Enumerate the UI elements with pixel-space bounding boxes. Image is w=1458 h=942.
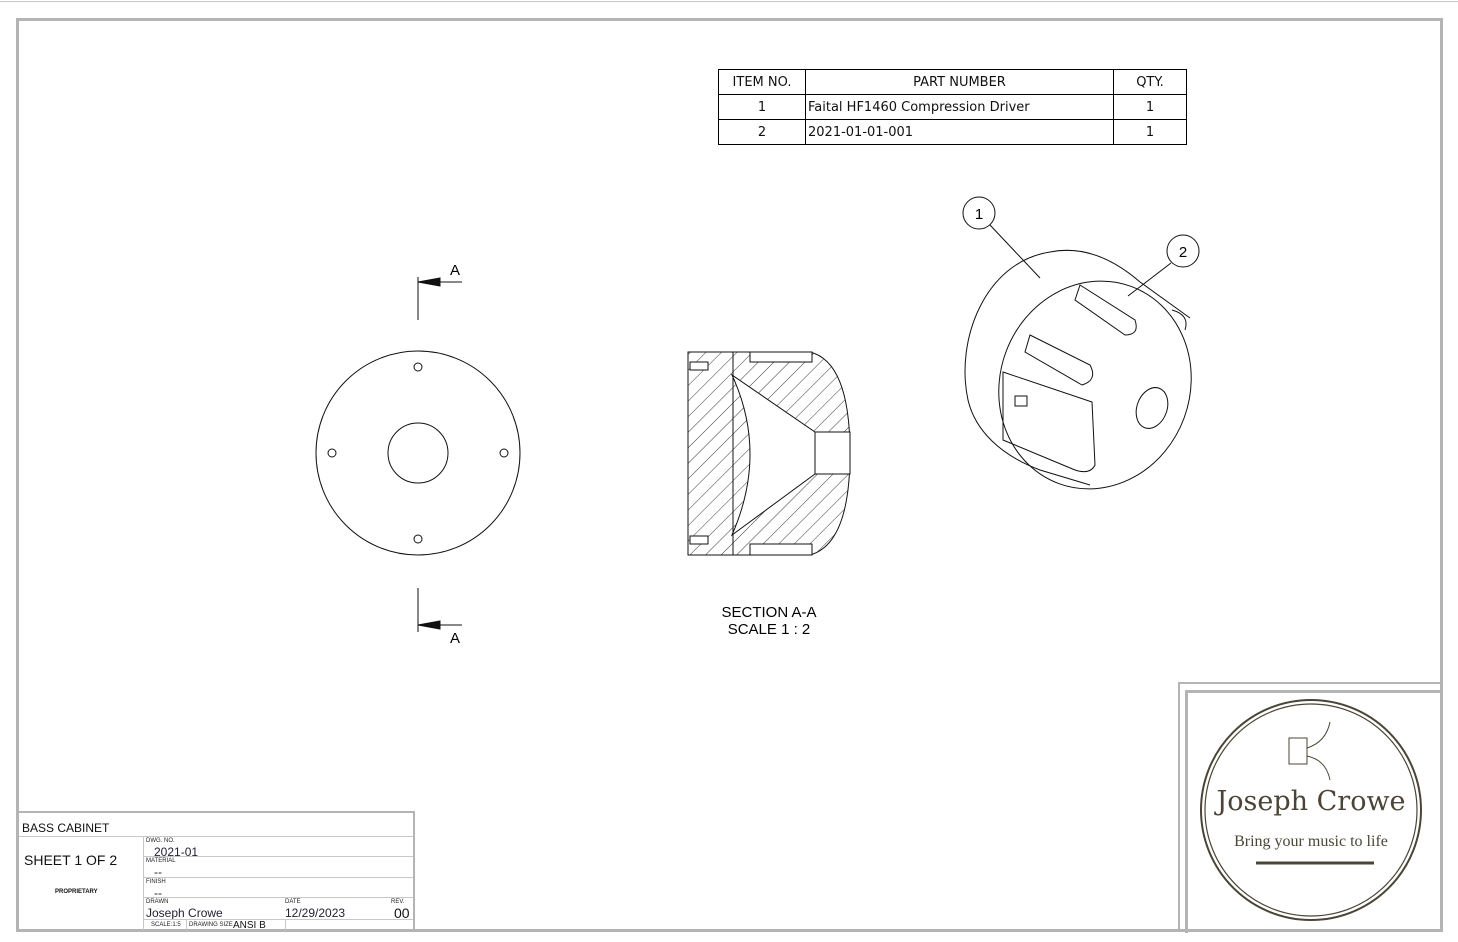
section-letter: A <box>450 262 460 279</box>
top-rule <box>0 1 1458 2</box>
balloon-label: 1 <box>975 206 983 223</box>
material-label: MATERIAL <box>146 858 176 864</box>
balloon-label: 2 <box>1179 244 1187 261</box>
dwg-no-label: DWG. NO. <box>146 838 175 844</box>
mount-hole <box>499 448 509 458</box>
bom-header: ITEM NO. PART NUMBER QTY. <box>718 69 1187 95</box>
section-title: SECTION A-A <box>721 604 816 621</box>
bill-of-materials: ITEM NO. PART NUMBER QTY. 1 Faital HF146… <box>718 69 1187 145</box>
outer-circle <box>315 350 521 556</box>
col-qty: QTY. <box>1113 69 1187 95</box>
front-view <box>315 350 521 556</box>
isometric-view <box>964 249 1192 490</box>
date: 12/29/2023 <box>285 906 346 920</box>
drawing-title: BASS CABINET <box>22 821 110 835</box>
part-number: Faital HF1460 Compression Driver <box>805 94 1114 120</box>
drawing-border <box>16 18 1443 932</box>
scale-label: SCALE:1:5 <box>151 922 181 928</box>
table-row: 1 Faital HF1460 Compression Driver 1 <box>718 94 1187 120</box>
col-part-number: PART NUMBER <box>805 69 1114 95</box>
balloon-2 <box>1127 234 1200 297</box>
material: -- <box>154 865 162 879</box>
qty: 1 <box>1113 94 1187 120</box>
drawn-label: DRAWN <box>146 899 169 905</box>
dwg-no: 2021-01 <box>154 845 199 859</box>
mount-hole <box>327 448 337 458</box>
section-line-top <box>417 277 462 320</box>
arrow-icon <box>417 277 441 287</box>
drawn-by: Joseph Crowe <box>146 906 223 920</box>
date-label: DATE <box>285 899 301 905</box>
section-view <box>687 351 851 556</box>
arrow-icon <box>417 620 441 630</box>
speaker-icon <box>1288 737 1308 765</box>
section-line-bottom <box>417 588 462 632</box>
finish-label: FINISH <box>146 879 166 885</box>
part-number: 2021-01-01-001 <box>805 119 1114 145</box>
finish: -- <box>154 886 162 900</box>
section-scale: SCALE 1 : 2 <box>728 621 811 638</box>
mount-hole <box>413 534 423 544</box>
logo-tagline: Bring your music to life <box>1234 833 1388 850</box>
logo-frame-inner <box>1185 690 1443 933</box>
logo-emblem <box>1200 699 1422 921</box>
mount-hole <box>413 362 423 372</box>
col-item-no: ITEM NO. <box>718 69 806 95</box>
logo-frame <box>1178 682 1442 932</box>
item-no: 2 <box>718 119 806 145</box>
item-no: 1 <box>718 94 806 120</box>
size-label: DRAWING SIZE <box>189 922 233 928</box>
title-block: BASS CABINET SHEET 1 OF 2 PROPRIETARY DW… <box>17 811 415 931</box>
table-row: 2 2021-01-01-001 1 <box>718 119 1187 145</box>
rev-label: REV. <box>391 899 405 905</box>
sheet-number: SHEET 1 OF 2 <box>24 852 118 868</box>
center-bore <box>387 422 449 484</box>
balloon-1 <box>962 196 1041 279</box>
revision: 00 <box>394 905 410 921</box>
drawing-size: ANSI B <box>233 920 266 931</box>
logo-name: Joseph Crowe <box>1216 786 1406 817</box>
proprietary-label: PROPRIETARY <box>55 889 98 895</box>
qty: 1 <box>1113 119 1187 145</box>
section-letter: A <box>450 630 460 647</box>
